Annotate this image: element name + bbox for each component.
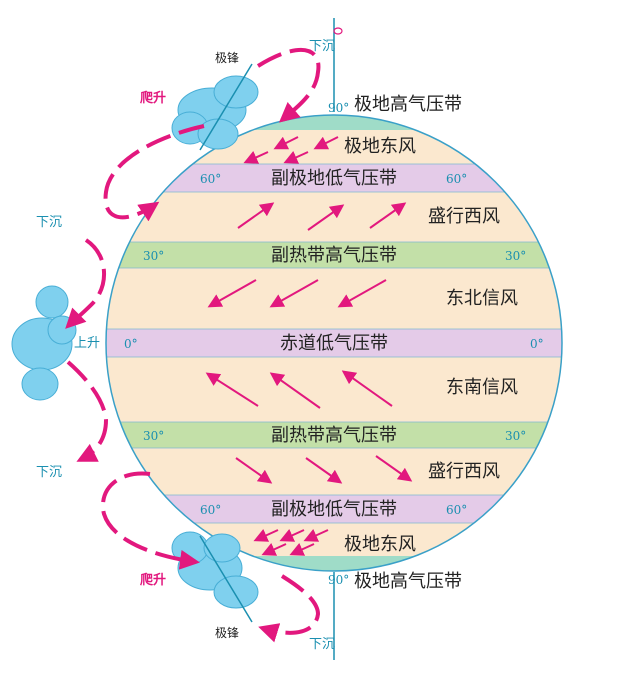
sinking-south-label: 下沉 (36, 465, 62, 480)
wind-arrow (253, 528, 279, 542)
wind-arrow (303, 528, 329, 542)
lat-s30-left-label: 30° (143, 429, 164, 443)
climb-north-label: 爬升 (139, 90, 166, 106)
lat-n60-right-label: 60° (446, 172, 467, 186)
north-westerlies-label: 盛行西风 (428, 206, 500, 227)
axis-bottom-sinking-label: 下沉 (309, 637, 335, 652)
lat-n60-left-label: 60° (200, 172, 221, 186)
wind-arrow (313, 136, 339, 150)
wind-arrow (289, 542, 315, 556)
polar-front-north (199, 63, 253, 151)
polar-front-south (199, 535, 253, 623)
polar-cell-north (256, 47, 321, 123)
wind-arrow (273, 136, 299, 150)
wind-arrow (207, 279, 257, 308)
band-equatorial-low (106, 329, 562, 357)
polar-front-south-label: 极锋 (215, 626, 239, 640)
wind-arrow (375, 455, 413, 482)
hadley-cell-north (65, 238, 106, 329)
wind-arrow (305, 457, 343, 484)
lat-eq-right-label: 0° (530, 337, 544, 351)
wind-arrow (243, 150, 269, 164)
northeast-trades-label: 东北信风 (446, 288, 518, 309)
polar-axis (333, 18, 343, 660)
wind-arrow (279, 528, 305, 542)
lat-s60-right-label: 60° (446, 503, 467, 517)
lat-s30-right-label: 30° (505, 429, 526, 443)
wind-arrow (237, 202, 275, 229)
wind-arrow (307, 204, 345, 231)
southeast-trades-label: 东南信风 (446, 377, 518, 398)
wind-arrow (205, 372, 259, 407)
lat-n30-right-label: 30° (505, 249, 526, 263)
cloud-equator (11, 285, 77, 401)
sinking-north-label: 下沉 (36, 215, 62, 230)
polar-cell-south (258, 574, 321, 643)
polar-front-north-label: 极锋 (215, 51, 239, 65)
axis-top-sinking-label: 下沉 (309, 39, 335, 54)
hadley-cell-south (66, 360, 109, 462)
ferrel-cell-south (100, 471, 200, 570)
cloud-north (171, 75, 259, 150)
wind-arrow (337, 279, 387, 308)
lat-s60-left-label: 60° (200, 503, 221, 517)
lat-s90-label: 90° (328, 573, 349, 587)
south-subpolar-low-label: 副极地低气压带 (271, 499, 397, 520)
wind-arrow (369, 202, 407, 229)
climb-south-label: 爬升 (139, 572, 166, 588)
wind-arrow (283, 150, 309, 164)
south-polar-easterlies-label: 极地东风 (344, 534, 416, 555)
wind-arrow (269, 279, 319, 308)
ferrel-cell-north (103, 124, 205, 222)
south-westerlies-label: 盛行西风 (428, 461, 500, 482)
lat-n30-left-label: 30° (143, 249, 164, 263)
north-subtropical-high-label: 副热带高气压带 (271, 245, 397, 266)
lat-eq-left-label: 0° (124, 337, 138, 351)
band-south-subtropical-high (106, 422, 562, 448)
north-subpolar-low-label: 副极地低气压带 (271, 168, 397, 189)
wind-arrow (341, 370, 393, 407)
lat-n90-label: 90° (328, 101, 349, 115)
equatorial-low-label: 赤道低气压带 (280, 333, 388, 354)
south-polar-high-label: 极地高气压带 (354, 571, 462, 592)
wind-arrow (261, 542, 287, 556)
band-north-subtropical-high (106, 242, 562, 268)
south-subtropical-high-label: 副热带高气压带 (271, 425, 397, 446)
rising-equator-label: 上升 (74, 336, 100, 351)
wind-arrow (235, 457, 273, 484)
wind-arrow (269, 372, 321, 409)
north-polar-high-label: 极地高气压带 (354, 94, 462, 115)
north-polar-easterlies-label: 极地东风 (344, 136, 416, 157)
